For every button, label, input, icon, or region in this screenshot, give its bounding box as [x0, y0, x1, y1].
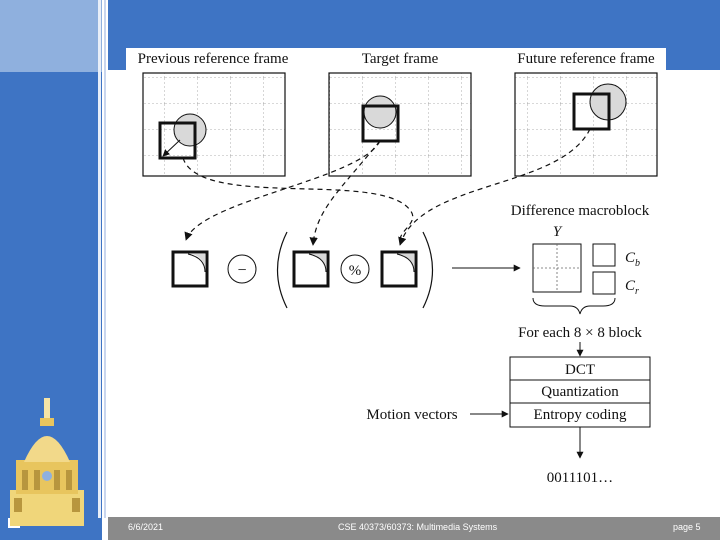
y-block [532, 243, 582, 293]
sidebar-stripe [98, 0, 101, 518]
block-brace [532, 297, 616, 315]
percent-operator: % [349, 263, 362, 279]
future-frame-label: Future reference frame [517, 51, 655, 67]
y-label: Y [553, 224, 563, 240]
header-band [108, 0, 720, 48]
header-band-right [666, 48, 720, 70]
footer-date: 6/6/2021 [128, 522, 164, 532]
future-frame [514, 72, 658, 177]
cr-label: Cr [625, 278, 639, 297]
sidebar-panel [0, 0, 106, 540]
footer-course: CSE 40373/60373: Multimedia Systems [338, 522, 498, 532]
dome-logo-icon [8, 398, 84, 528]
header-band-left [108, 48, 126, 70]
minus-operator: − [237, 262, 246, 279]
dct-stage: DCT [565, 362, 595, 378]
block-label: For each 8 × 8 block [518, 325, 642, 341]
previous-frame [142, 72, 286, 177]
difference-macroblock-label: Difference macroblock [511, 203, 650, 219]
sidebar-stripe-inner [104, 0, 106, 518]
frame-title-strip [126, 48, 666, 70]
footer-bar [108, 517, 720, 540]
difference-row: − % [171, 231, 521, 309]
cr-block [592, 271, 616, 295]
sidebar-light-block [0, 0, 102, 72]
entropy-coding-stage: Entropy coding [534, 407, 627, 423]
footer-page-number: page 5 [673, 522, 701, 532]
motion-vectors-label: Motion vectors [366, 407, 457, 423]
cb-block [592, 243, 616, 267]
target-frame-label: Target frame [362, 51, 439, 67]
cb-label: Cb [625, 250, 640, 269]
target-frame [328, 72, 472, 177]
coding-pipeline: DCT Quantization Entropy coding [509, 356, 651, 428]
motion-arrows [182, 128, 591, 246]
quantization-stage: Quantization [541, 384, 619, 400]
output-bitstream: 0011101… [547, 470, 613, 486]
previous-frame-label: Previous reference frame [138, 51, 289, 67]
